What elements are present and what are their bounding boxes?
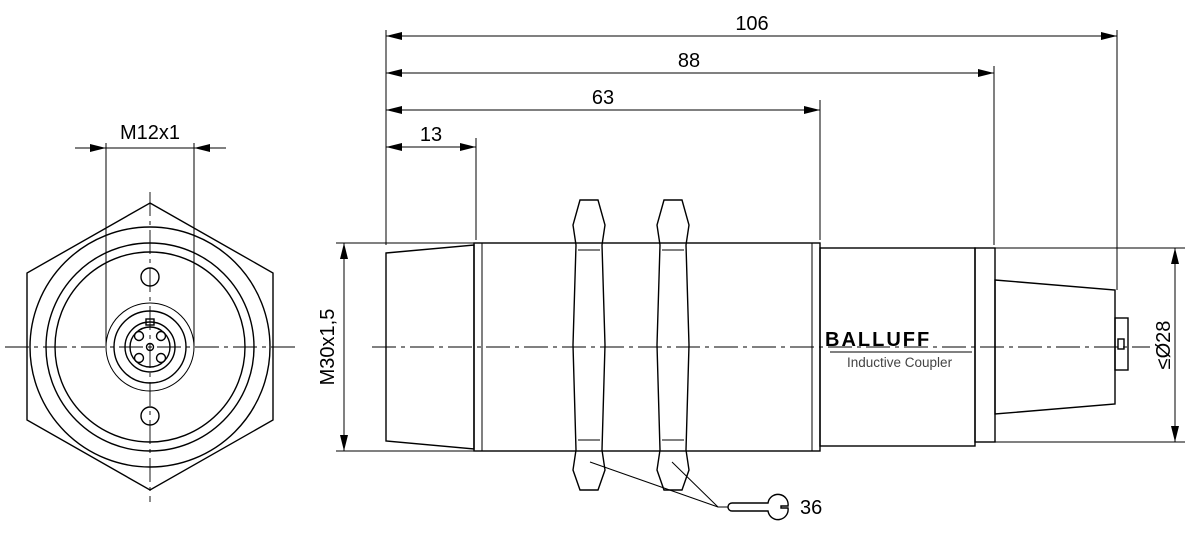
connector-pin <box>1117 338 1125 350</box>
dim-106-label: 106 <box>735 13 768 35</box>
hex-nut-1 <box>572 199 606 491</box>
side-view: BALLUFF Inductive Coupler 106 88 63 13 <box>317 13 1185 521</box>
wrench-icon <box>727 493 789 521</box>
dim-88-label: 88 <box>678 50 700 72</box>
product-label: Inductive Coupler <box>847 355 953 370</box>
brand-label: BALLUFF <box>825 329 931 351</box>
dim-diameter-label: ≤Ø28 <box>1153 321 1175 370</box>
hex-nut-2 <box>656 199 690 491</box>
wrench-size-label: 36 <box>800 497 822 519</box>
connector-body <box>994 279 1116 415</box>
pin-4 <box>155 352 167 364</box>
dim-63-label: 63 <box>592 87 614 109</box>
connector-tip <box>1114 317 1129 371</box>
collar <box>974 247 996 443</box>
pin-1 <box>133 330 145 342</box>
dim-m30-label: M30x1,5 <box>317 309 339 386</box>
end-view: M12x1 <box>5 122 295 502</box>
dim-m12-label: M12x1 <box>120 122 180 144</box>
pin-2 <box>155 330 167 342</box>
dim-13-label: 13 <box>420 124 442 146</box>
pin-3 <box>133 352 145 364</box>
